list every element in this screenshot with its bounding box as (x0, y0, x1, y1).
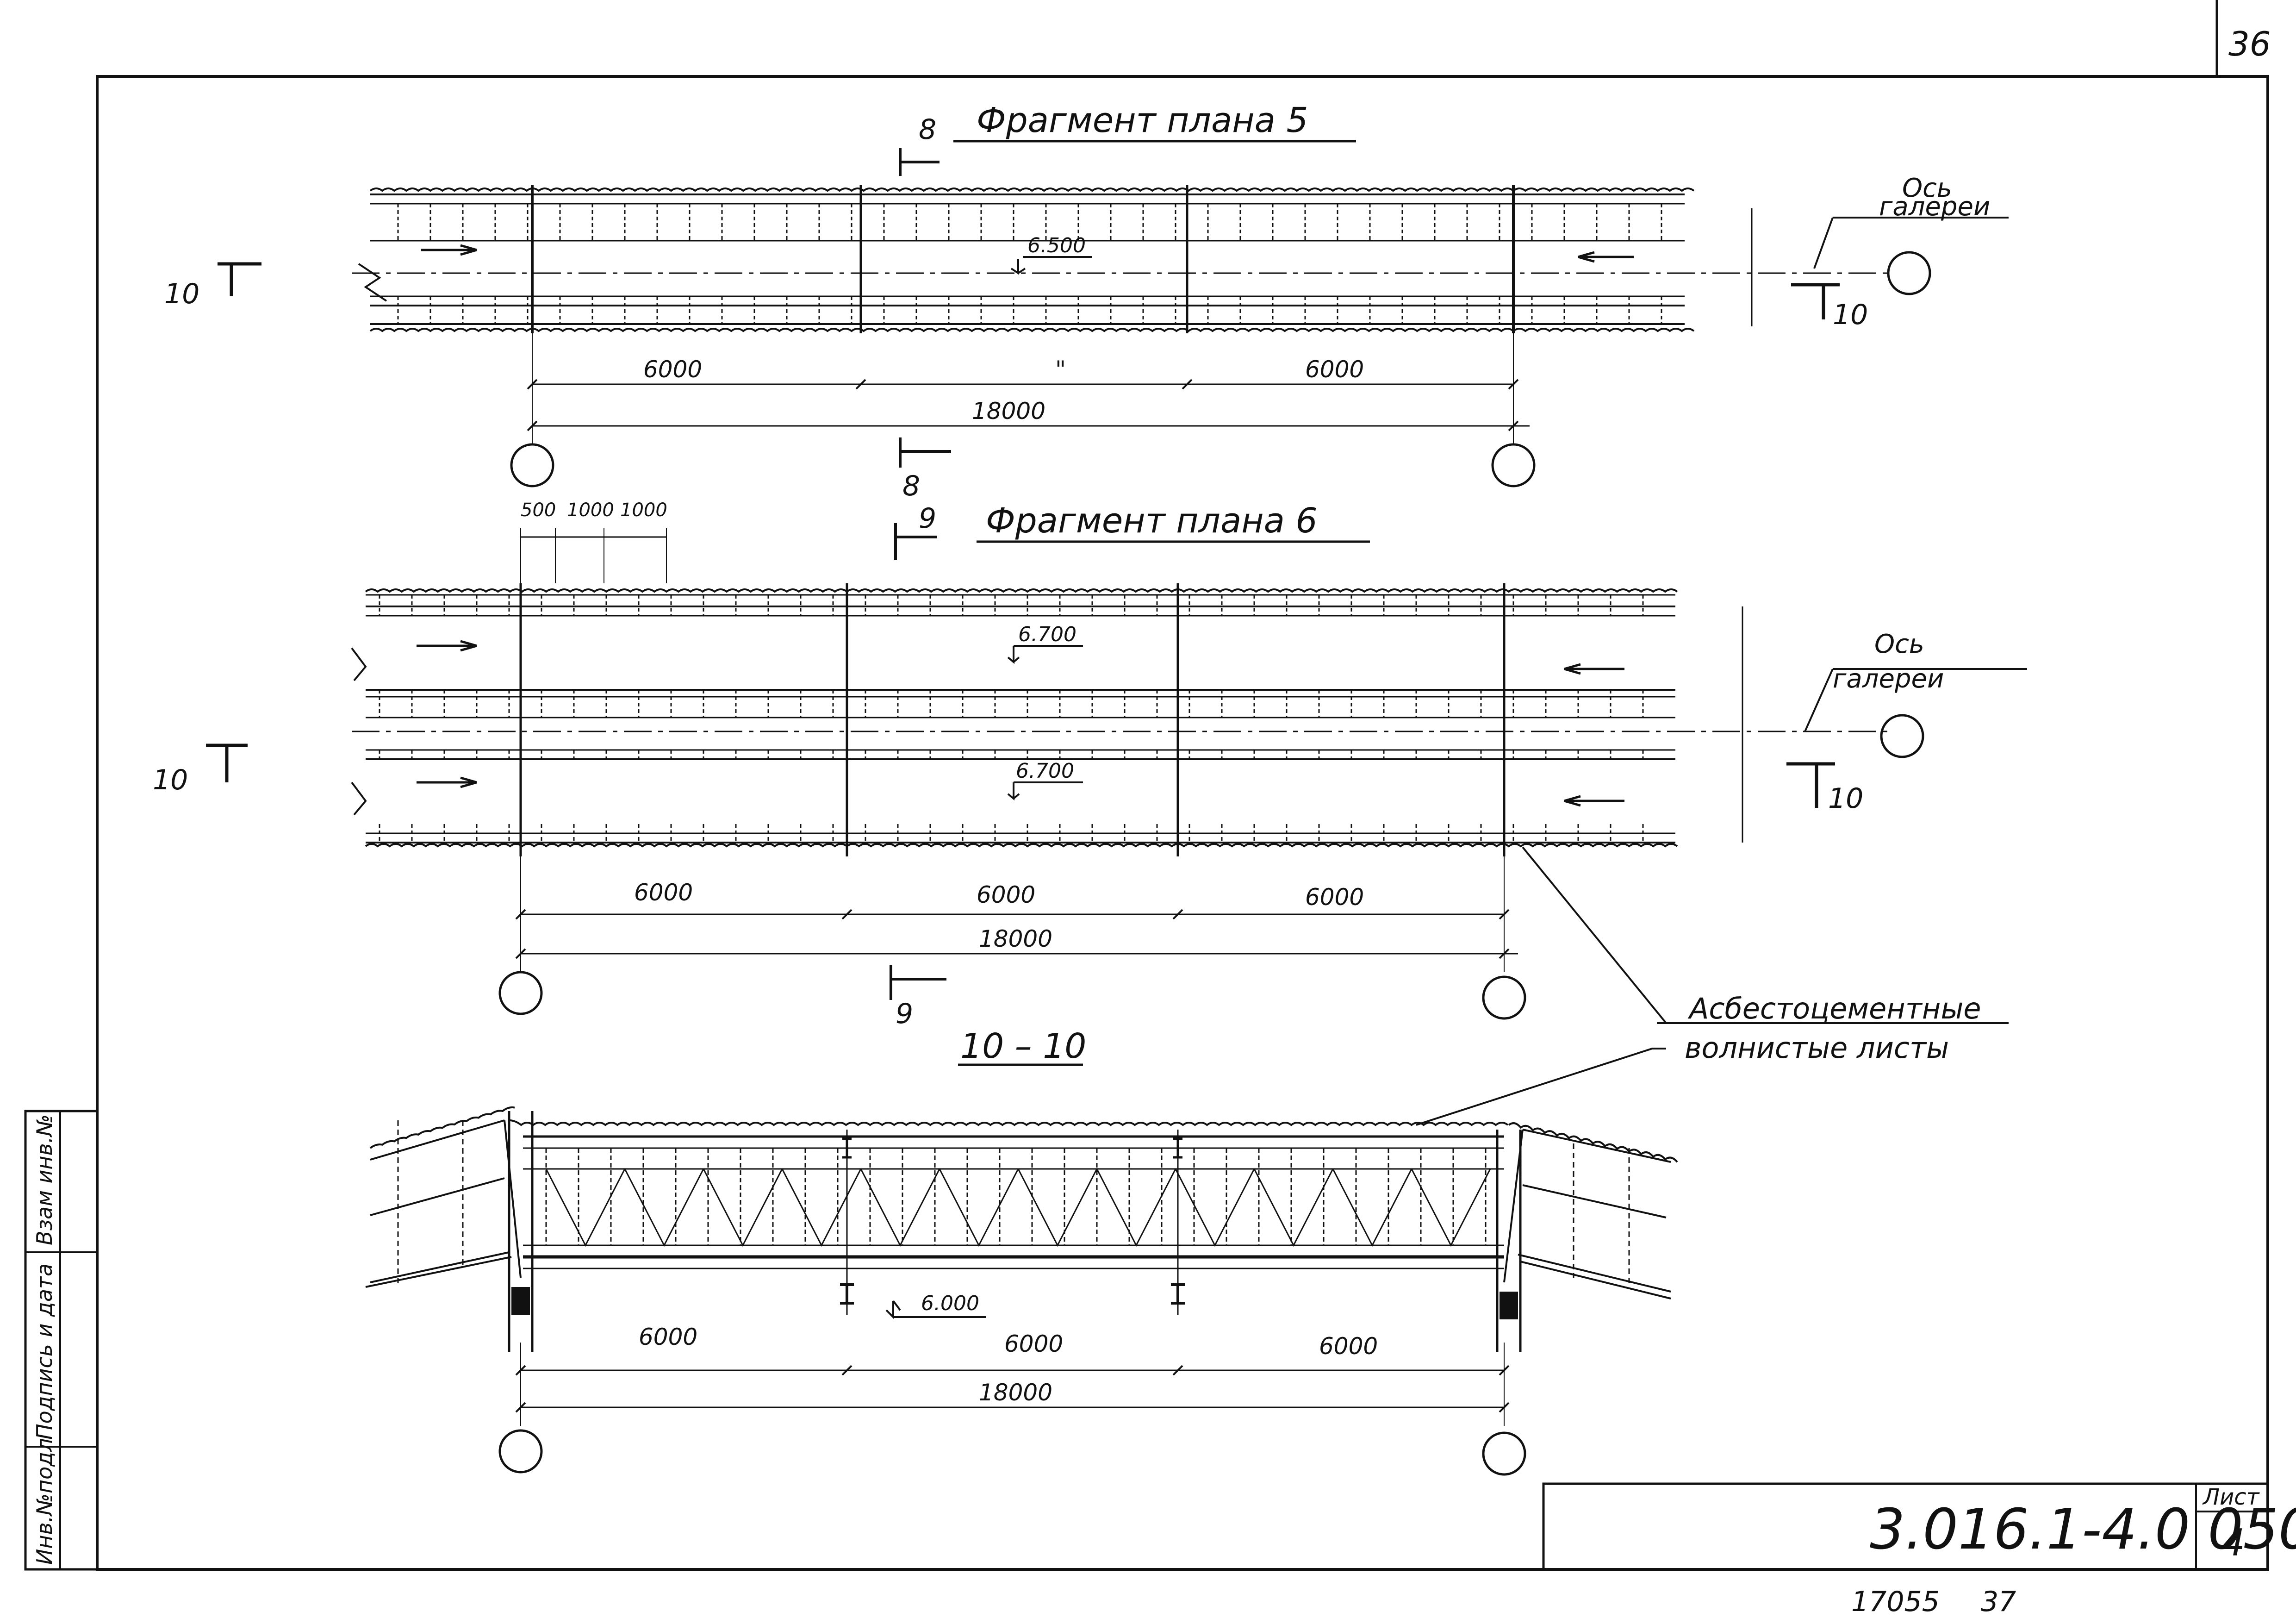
plan-6 (206, 523, 2027, 1020)
plan6-dim-left: 6000 (634, 879, 693, 906)
plan6-pitch-1000-a: 1000 (567, 500, 614, 521)
plan6-axis-label-1: Ось (1874, 629, 1924, 659)
plan5-section-10-right: 10 (1833, 299, 1868, 331)
plan5-elevation: 6.500 (1027, 234, 1086, 257)
plan5-section-mark-bottom: 8 (902, 470, 920, 502)
sheet-frame (24, 0, 2269, 1571)
section10-dim-left: 6000 (639, 1324, 697, 1350)
plan6-dim-middle: 6000 (977, 881, 1035, 908)
archive-number: 17055 (1851, 1586, 1940, 1618)
sheet-designation: 3.016.1-4.0 050 (1870, 1498, 2296, 1562)
plan6-elevation-bottom: 6.700 (1016, 759, 1074, 783)
section-10-10 (365, 846, 2009, 1476)
sheets-note-line1: Асбестоцементные (1687, 992, 1981, 1025)
section10-dim-middle: 6000 (1004, 1330, 1063, 1357)
plan5-section-10-left: 10 (164, 278, 199, 310)
plan5-axis-label-1: Ось (1902, 173, 1952, 203)
plan6-section-10-left: 10 (153, 764, 188, 796)
plan6-dim-total: 18000 (979, 925, 1052, 952)
plan6-title: Фрагмент плана 6 (986, 501, 1318, 541)
plan6-pitch-500: 500 (521, 500, 556, 521)
plan6-elevation-top: 6.700 (1018, 623, 1076, 646)
plan5-dim-total: 18000 (972, 398, 1045, 425)
plan5-section-mark-top: 8 (919, 113, 936, 146)
plan5-axis-label-2: галереи (1879, 192, 1990, 222)
archive-suffix: 37 (1981, 1586, 2016, 1618)
plan-5 (218, 140, 2009, 487)
plan6-section-10-right: 10 (1828, 782, 1863, 815)
plan6-axis-label-2: галереи (1833, 664, 1944, 694)
plan6-pitch-1000-b: 1000 (620, 500, 667, 521)
sheets-note-line2: волнистые листы (1685, 1031, 1949, 1065)
plan6-dim-right: 6000 (1305, 884, 1364, 911)
plan5-title: Фрагмент плана 5 (977, 100, 1308, 140)
stamp-inv-original: Инв.№подл (32, 1438, 57, 1565)
section10-elevation: 6.000 (921, 1292, 979, 1315)
plan6-section-mark-top: 9 (919, 502, 936, 535)
page-number: 36 (2228, 25, 2271, 63)
plan6-section-mark-bottom: 9 (896, 998, 913, 1030)
section10-title: 10 – 10 (960, 1026, 1086, 1066)
section10-dim-total: 18000 (979, 1379, 1052, 1406)
plan5-dim-middle: " (1055, 356, 1066, 383)
plan5-dim-left: 6000 (643, 356, 702, 383)
stamp-replace-inv: Взам инв.№ (32, 1114, 57, 1245)
stamp-signature-date: Подпись и дата (32, 1263, 57, 1440)
section10-dim-right: 6000 (1319, 1333, 1378, 1360)
list-label: Лист (2202, 1484, 2260, 1510)
list-number: 4 (2221, 1521, 2245, 1564)
plan5-dim-right: 6000 (1305, 356, 1364, 383)
